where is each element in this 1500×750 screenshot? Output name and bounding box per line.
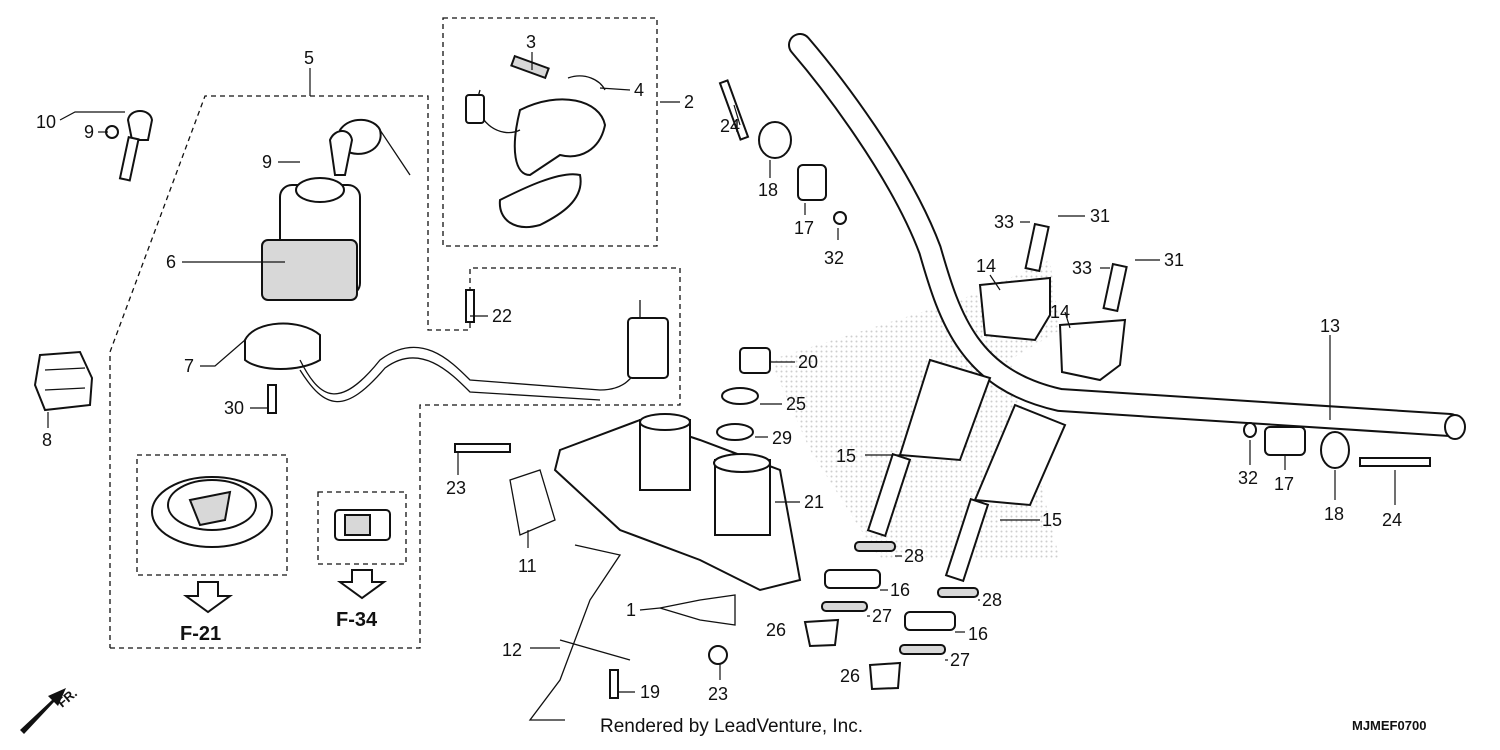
rubber-parts	[803, 541, 979, 691]
callout-11: 11	[518, 556, 537, 576]
top-bridge	[553, 413, 802, 592]
callout-17: 17	[794, 218, 814, 238]
front-direction-arrow	[20, 688, 66, 734]
key-cylinder-set	[465, 54, 607, 228]
callout-24: 24	[1382, 510, 1402, 530]
small-parts-center	[716, 347, 771, 441]
callout-3: 3	[526, 32, 536, 52]
callout-10: 10	[36, 112, 56, 132]
callout-20: 20	[798, 352, 818, 372]
callout-labels: 3 4 2 5 10 9 9 6 7 30 8 22 24 18 17 32 3…	[36, 32, 1402, 704]
callout-1: 1	[626, 600, 636, 620]
reference-arrows	[182, 569, 388, 614]
callout-31: 31	[1164, 250, 1184, 270]
callout-21: 21	[804, 492, 824, 512]
callout-28: 28	[982, 590, 1002, 610]
callout-5: 5	[304, 48, 314, 68]
diagram-code: MJMEF0700	[1352, 718, 1426, 733]
spare-key	[105, 110, 154, 182]
callout-33: 33	[994, 212, 1014, 232]
callout-15: 15	[1042, 510, 1062, 530]
callout-16: 16	[968, 624, 988, 644]
callout-17: 17	[1274, 474, 1294, 494]
front-direction-label: FR.	[54, 685, 80, 710]
callout-16: 16	[890, 580, 910, 600]
callout-7: 7	[184, 356, 194, 376]
callout-25: 25	[786, 394, 806, 414]
callout-24: 24	[720, 116, 740, 136]
callout-28: 28	[904, 546, 924, 566]
callout-8: 8	[42, 430, 52, 450]
footer-credit: Rendered by LeadVenture, Inc.	[600, 716, 863, 737]
accessory-socket	[334, 509, 391, 541]
callout-18: 18	[1324, 504, 1344, 524]
callout-9: 9	[84, 122, 94, 142]
callout-2: 2	[684, 92, 694, 112]
callout-9: 9	[262, 152, 272, 172]
callout-19: 19	[640, 682, 660, 702]
bracket-11-12	[509, 469, 631, 721]
callout-32: 32	[824, 248, 844, 268]
leader-lines	[47, 52, 1396, 693]
ref-f21-label: F-21	[180, 623, 221, 645]
callout-26: 26	[766, 620, 786, 640]
fuel-cap	[151, 476, 273, 548]
ignition-switch	[261, 118, 411, 301]
callout-23: 23	[708, 684, 728, 704]
callout-30: 30	[224, 398, 244, 418]
handlebar	[788, 33, 1466, 440]
bushings-upper	[718, 79, 847, 225]
callout-14: 14	[976, 256, 996, 276]
callout-14: 14	[1050, 302, 1070, 322]
callout-23: 23	[446, 478, 466, 498]
callout-29: 29	[772, 428, 792, 448]
ref-f34-label: F-34	[336, 609, 378, 631]
callout-26: 26	[840, 666, 860, 686]
callout-4: 4	[634, 80, 644, 100]
switch-base-and-wire	[244, 300, 669, 403]
bushings-right	[1243, 422, 1431, 469]
callout-32: 32	[1238, 468, 1258, 488]
bracket-8	[33, 350, 94, 412]
callout-18: 18	[758, 180, 778, 200]
callout-27: 27	[872, 606, 892, 626]
handlebar-risers	[866, 358, 1067, 583]
handlebar-holders	[978, 222, 1128, 382]
callout-27: 27	[950, 650, 970, 670]
callout-15: 15	[836, 446, 856, 466]
callout-22: 22	[492, 306, 512, 326]
callout-31: 31	[1090, 206, 1110, 226]
callout-33: 33	[1072, 258, 1092, 278]
callout-12: 12	[502, 640, 522, 660]
callout-13: 13	[1320, 316, 1340, 336]
callout-6: 6	[166, 252, 176, 272]
bolts	[267, 289, 736, 699]
